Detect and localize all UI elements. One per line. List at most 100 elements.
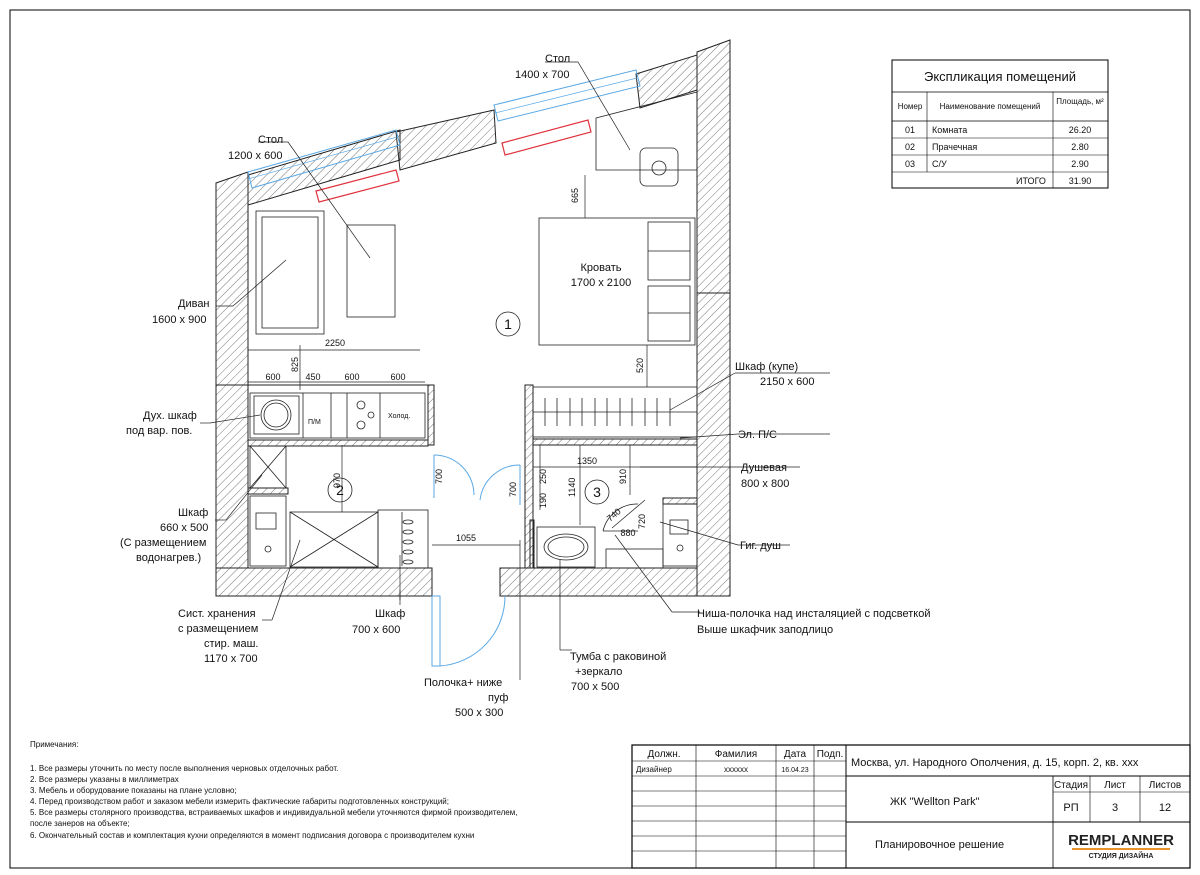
row2-name: Прачечная: [932, 142, 977, 152]
boiler-cab-line3: (С размещением: [120, 537, 206, 549]
dim-700a: 700: [434, 469, 444, 484]
note-item: после занеров на объекте;: [30, 819, 130, 828]
desk2-size: 1200 x 600: [228, 150, 282, 162]
stamp-header-sign: Подп.: [817, 749, 844, 760]
explication-table: [891, 59, 1109, 189]
dishwasher-label: П/М: [308, 419, 321, 426]
stamp-header-role: Должн.: [647, 749, 680, 760]
shelf-size: 500 x 300: [455, 707, 503, 719]
sofa-size: 1600 x 900: [152, 314, 206, 326]
bathroom-fixtures: [533, 444, 698, 569]
dim-600a: 600: [265, 372, 280, 382]
stamp-header-sheets: Листов: [1149, 780, 1182, 791]
inner-walls: [247, 384, 698, 569]
shelf-label-line2: пуф: [488, 692, 508, 704]
explication-total-label: ИТОГО: [1016, 176, 1046, 186]
stamp-date: 16.04.23: [781, 767, 808, 774]
note-item: 4. Перед производством работ и заказом м…: [30, 797, 449, 806]
doors: [431, 454, 521, 667]
storage-label-line3: стир. маш.: [204, 638, 258, 650]
sink-label-line1: Тумба с раковиной: [570, 651, 666, 663]
room-number-1: 1: [495, 311, 521, 337]
wardrobe-name: Шкаф (купе): [735, 361, 798, 373]
dim-190: 190: [538, 493, 548, 508]
dim-450: 450: [305, 372, 320, 382]
stamp-header-name: Фамилия: [715, 749, 757, 760]
row1-area: 26.20: [1069, 125, 1092, 135]
dim-1055: 1055: [456, 533, 476, 543]
svg-text:2: 2: [336, 482, 344, 498]
storage-label-line1: Сист. хранения: [178, 608, 256, 620]
cabinet-size: 700 x 600: [352, 624, 400, 636]
stamp-role: Дизайнер: [636, 765, 672, 774]
row3-num: 03: [905, 159, 915, 169]
explication-total-value: 31.90: [1069, 176, 1092, 186]
bed-size: 1700 x 2100: [571, 277, 632, 289]
svg-text:СТУДИЯ ДИЗАЙНА: СТУДИЯ ДИЗАЙНА: [1089, 851, 1154, 860]
shelf-label-line1: Полочка+ ниже: [424, 677, 502, 689]
leader-lines: [200, 61, 830, 680]
stamp-header-stage: Стадия: [1054, 780, 1088, 791]
floor-plan: П/М Холод.: [200, 39, 830, 680]
dim-880: 880: [620, 528, 635, 538]
fridge-label: Холод.: [388, 413, 410, 420]
stamp-header-sheet: Лист: [1104, 780, 1126, 791]
oven-label-line1: Дух. шкаф: [143, 410, 197, 422]
remplanner-logo: REMPLANNER СТУДИЯ ДИЗАЙНА: [1068, 832, 1174, 860]
storage-label-line2: с размещением: [178, 623, 258, 635]
kitchen-unit: [249, 392, 426, 439]
dim-720: 720: [637, 514, 647, 529]
dim-600b: 600: [344, 372, 359, 382]
wardrobe: [532, 386, 698, 438]
svg-text:1: 1: [504, 316, 512, 332]
stamp-name: xxxxxx: [724, 765, 748, 774]
note-item: 1. Все размеры уточнить по месту после в…: [30, 764, 338, 773]
note-item: 2. Все размеры указаны в миллиметрах: [30, 775, 179, 784]
dim-700b: 700: [508, 482, 518, 497]
radiators: [315, 119, 592, 203]
dim-1350: 1350: [577, 456, 597, 466]
stamp-complex: ЖК "Wellton Park": [890, 796, 980, 808]
boiler-cab-line1: Шкаф: [178, 507, 208, 519]
walls: [215, 39, 731, 597]
dim-2250: 2250: [325, 338, 345, 348]
explication-header-name: Наименование помещений: [940, 102, 1041, 111]
dim-665: 665: [570, 188, 580, 203]
sofa: [255, 210, 325, 335]
desk1-name: Стол: [545, 53, 570, 65]
bed: [538, 217, 696, 346]
explication-title: Экспликация помещений: [924, 69, 1076, 84]
cabinet-name: Шкаф: [375, 608, 405, 620]
stamp-stage: РП: [1063, 802, 1078, 814]
shower-size: 800 x 800: [741, 478, 789, 490]
panel-label: Эл. П/С: [738, 429, 777, 441]
dim-1140: 1140: [567, 478, 577, 497]
note-item: 3. Мебель и оборудование показаны на пла…: [30, 786, 237, 795]
shower-name: Душевая: [741, 462, 787, 474]
sink-label-line2: +зеркало: [575, 666, 622, 678]
sheet-frame: [9, 9, 1191, 869]
wardrobe-size: 2150 x 600: [760, 376, 814, 388]
stamp-address: Москва, ул. Народного Ополчения, д. 15, …: [851, 757, 1139, 769]
dim-520: 520: [635, 358, 645, 373]
note-item: 5. Все размеры столярного производства, …: [30, 808, 517, 817]
notes-title: Примечания:: [30, 740, 78, 749]
storage-size: 1170 x 700: [204, 653, 258, 665]
note-item: 6. Окончательный состав и комплектация к…: [30, 831, 474, 840]
row3-area: 2.90: [1071, 159, 1089, 169]
stamp-sheets: 12: [1159, 802, 1171, 814]
svg-text:REMPLANNER: REMPLANNER: [1068, 832, 1174, 849]
desk-top: [595, 91, 698, 187]
title-block: [631, 744, 1191, 869]
boiler-cab-line2: 660 x 500: [160, 522, 208, 534]
row1-name: Комната: [932, 125, 967, 135]
row3-name: С/У: [932, 159, 947, 169]
row2-num: 02: [905, 142, 915, 152]
row2-area: 2.80: [1071, 142, 1089, 152]
desk1-size: 1400 x 700: [515, 69, 569, 81]
coffee-table: [346, 224, 396, 318]
explication-header-area: Площадь, м²: [1056, 97, 1104, 106]
notes-block: Примечания: 1. Все размеры уточнить по м…: [30, 740, 517, 840]
stamp-header-date: Дата: [784, 749, 807, 760]
